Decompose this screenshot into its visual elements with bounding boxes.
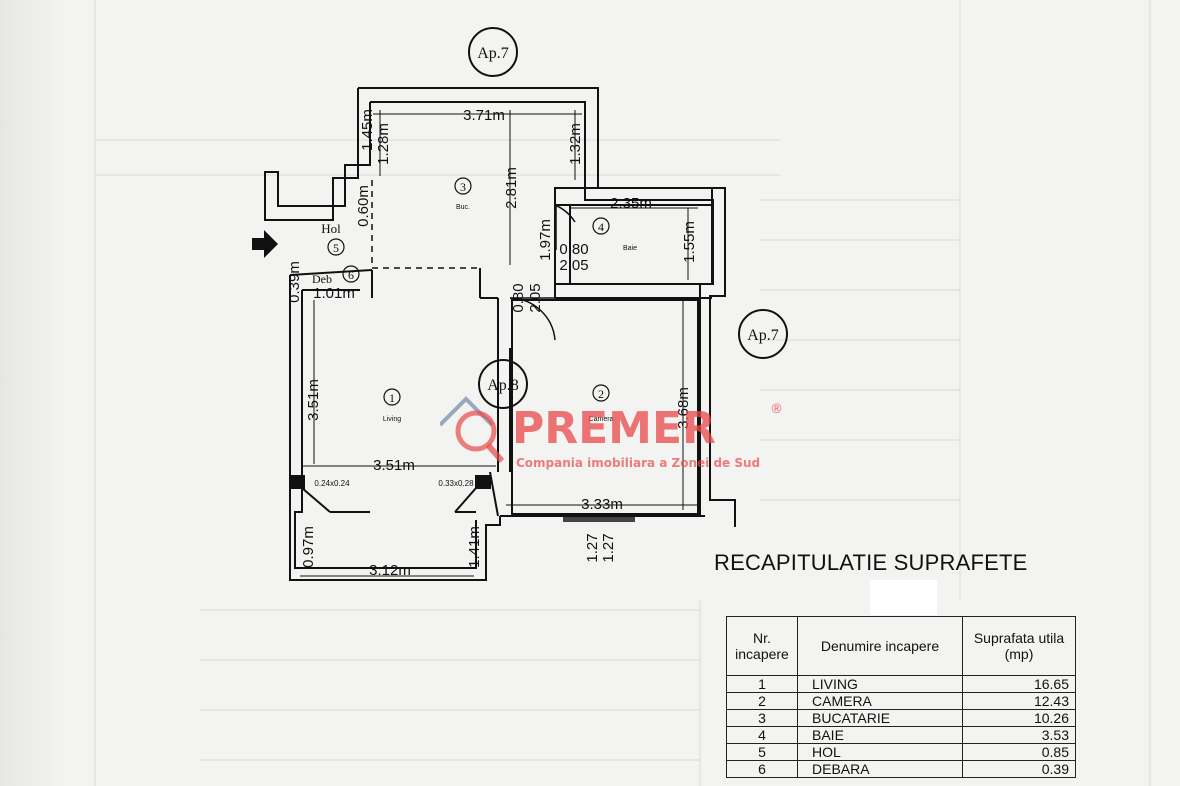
- room-name-2: Camera: [589, 416, 614, 423]
- room-name-3: Buc.: [456, 204, 470, 211]
- row-nr: 3: [726, 709, 798, 727]
- dim-pillar-1: 0.24x0.24: [314, 479, 350, 488]
- row-name: LIVING: [797, 675, 963, 693]
- row-area: 0.39: [962, 760, 1076, 778]
- row-name: BAIE: [797, 726, 963, 744]
- row-area: 3.53: [962, 726, 1076, 744]
- room-name-5: Hol: [321, 221, 341, 236]
- dim-door-camera-h: 2.05: [527, 283, 544, 312]
- dim-door-baie-h: 2.05: [559, 257, 588, 274]
- row-area: 16.65: [962, 675, 1076, 693]
- recap-header-row: Nr. incapere Denumire incapere Suprafata…: [726, 616, 1076, 676]
- dim-living-depth: 3.51m: [305, 379, 322, 421]
- apartment-label-top: Ap.7: [477, 45, 509, 62]
- row-area: 0.85: [962, 743, 1076, 761]
- watermark-brand: PREMER: [512, 403, 716, 454]
- dim-pillar-2: 0.33x0.28: [438, 479, 474, 488]
- header-area: Suprafata utila (mp): [962, 616, 1076, 676]
- house-logo-icon: [440, 396, 505, 463]
- recap-title: RECAPITULATIE SUPRAFETE: [714, 550, 1028, 575]
- dim-hol: 0.60m: [355, 185, 372, 227]
- row-area: 12.43: [962, 692, 1076, 710]
- room-number-5: 5: [333, 241, 339, 255]
- dim-living-width: 3.51m: [373, 457, 415, 474]
- dim-bottom-left: 0.97m: [300, 526, 317, 568]
- room-labels: 1 Living 2 Camera 3 Buc. 4 Baie Hol 5 De…: [312, 177, 637, 423]
- walls: [264, 87, 736, 581]
- dim-baie-side: 1.97m: [537, 219, 554, 261]
- apartment-label-center: Ap.8: [487, 377, 519, 394]
- row-nr: 5: [726, 743, 798, 761]
- dim-window-2: 1.27: [600, 533, 617, 562]
- dim-door-baie-w: 0.80: [559, 241, 588, 258]
- entrance-arrow-icon: [252, 230, 278, 258]
- room-number-3: 3: [460, 180, 466, 194]
- dim-camera-depth: 3.68m: [675, 387, 692, 429]
- apartment-markers: Ap.7 Ap.7 Ap.8: [468, 27, 788, 409]
- table-row: 5 HOL 0.85: [726, 743, 1076, 761]
- dashed-lines: [371, 180, 480, 269]
- recap-table: Nr. incapere Denumire incapere Suprafata…: [726, 616, 1076, 778]
- dim-bottom-width: 3.12m: [369, 562, 411, 579]
- dim-camera-width: 3.33m: [581, 496, 623, 513]
- dim-baie-depth: 1.55m: [681, 221, 698, 263]
- dim-buc-width: 3.71m: [463, 107, 505, 124]
- room-name-1: Living: [383, 416, 401, 423]
- premer-watermark: PREMER ® Compania imobiliara a Zonei de …: [440, 396, 783, 470]
- table-row: 4 BAIE 3.53: [726, 726, 1076, 744]
- room-number-6: 6: [348, 268, 354, 282]
- dim-buc-depth: 2.81m: [503, 167, 520, 209]
- watermark-tagline: Compania imobiliara a Zonei de Sud: [516, 456, 760, 470]
- row-name: DEBARA: [797, 760, 963, 778]
- room-name-6: Deb: [312, 272, 332, 286]
- room-number-4: 4: [598, 220, 604, 234]
- dimension-labels: 3.71m 2.81m 1.45m 1.28m 1.32m 0.60m 2.35…: [286, 107, 698, 579]
- window-mark: [563, 517, 635, 522]
- room-name-4: Baie: [623, 245, 637, 252]
- row-nr: 6: [726, 760, 798, 778]
- header-name: Denumire incapere: [797, 616, 963, 676]
- row-name: BUCATARIE: [797, 709, 963, 727]
- dim-door-camera-w: 0.80: [510, 283, 527, 312]
- dimension-lines: [300, 110, 698, 577]
- table-row: 2 CAMERA 12.43: [726, 692, 1076, 710]
- room-number-2: 2: [598, 387, 604, 401]
- watermark-registered: ®: [770, 402, 783, 417]
- table-row: 1 LIVING 16.65: [726, 675, 1076, 693]
- white-patch: [870, 580, 937, 615]
- row-name: HOL: [797, 743, 963, 761]
- dim-deb-side: 0.39m: [286, 261, 303, 303]
- dim-window-1: 1.27: [584, 533, 601, 562]
- table-row: 3 BUCATARIE 10.26: [726, 709, 1076, 727]
- dim-top-left-2: 1.28m: [375, 123, 392, 165]
- row-nr: 1: [726, 675, 798, 693]
- row-name: CAMERA: [797, 692, 963, 710]
- background-grid: [94, 0, 1151, 786]
- dim-deb-width: 1.01m: [313, 285, 355, 302]
- row-area: 10.26: [962, 709, 1076, 727]
- header-nr: Nr. incapere: [726, 616, 798, 676]
- row-nr: 2: [726, 692, 798, 710]
- table-row: 6 DEBARA 0.39: [726, 760, 1076, 778]
- room-number-1: 1: [389, 391, 395, 405]
- page-edge-shadow: [0, 0, 60, 786]
- dim-baie-width: 2.35m: [610, 195, 652, 212]
- apartment-label-right: Ap.7: [747, 327, 779, 344]
- row-nr: 4: [726, 726, 798, 744]
- dim-top-left-1: 1.45m: [359, 109, 376, 151]
- door-swings: [509, 204, 576, 341]
- dim-top-right: 1.32m: [567, 123, 584, 165]
- dim-bottom-right: 1.41m: [466, 526, 483, 568]
